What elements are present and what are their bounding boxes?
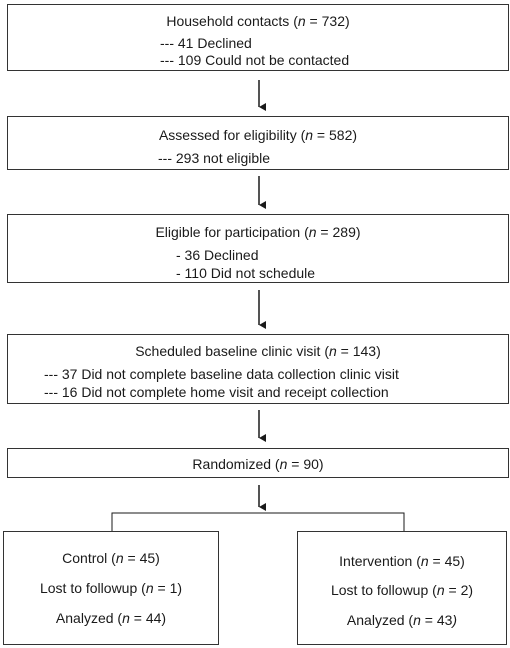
household-contacts-box: Household contacts (n = 732) --- 41 Decl… — [7, 4, 509, 71]
scheduled-visit-title: Scheduled baseline clinic visit (n = 143… — [135, 343, 381, 359]
intervention-analyzed: Analyzed (n = 43) — [346, 612, 458, 628]
household-contacts-title: Household contacts (n = 732) — [166, 13, 350, 29]
intervention-lost: Lost to followup (n = 2) — [330, 582, 474, 598]
assessed-not-eligible: --- 293 not eligible — [158, 150, 271, 166]
split-connector — [111, 512, 405, 531]
assessed-eligibility-title: Assessed for eligibility (n = 582) — [158, 127, 358, 143]
eligible-participation-box: Eligible for participation (n = 289) - 3… — [7, 214, 509, 283]
scheduled-visit-box: Scheduled baseline clinic visit (n = 143… — [7, 334, 509, 404]
scheduled-incomplete-clinic: --- 37 Did not complete baseline data co… — [44, 366, 399, 382]
eligible-not-scheduled: - 110 Did not schedule — [176, 265, 316, 281]
eligible-participation-title: Eligible for participation (n = 289) — [155, 224, 361, 240]
household-declined: --- 41 Declined — [160, 35, 252, 51]
randomized-box: Randomized (n = 90) — [7, 448, 509, 478]
eligible-declined: - 36 Declined — [176, 247, 259, 263]
control-analyzed: Analyzed (n = 44) — [55, 610, 167, 626]
intervention-box: Intervention (n = 45) Lost to followup (… — [297, 531, 507, 645]
control-box: Control (n = 45) Lost to followup (n = 1… — [3, 531, 219, 645]
assessed-eligibility-box: Assessed for eligibility (n = 582) --- 2… — [7, 116, 509, 170]
household-not-contacted: --- 109 Could not be contacted — [160, 52, 350, 68]
control-title: Control (n = 45) — [62, 550, 160, 566]
control-lost: Lost to followup (n = 1) — [39, 580, 183, 596]
intervention-title: Intervention (n = 45) — [339, 553, 465, 569]
randomized-title: Randomized (n = 90) — [192, 456, 324, 472]
scheduled-incomplete-home: --- 16 Did not complete home visit and r… — [44, 384, 389, 400]
